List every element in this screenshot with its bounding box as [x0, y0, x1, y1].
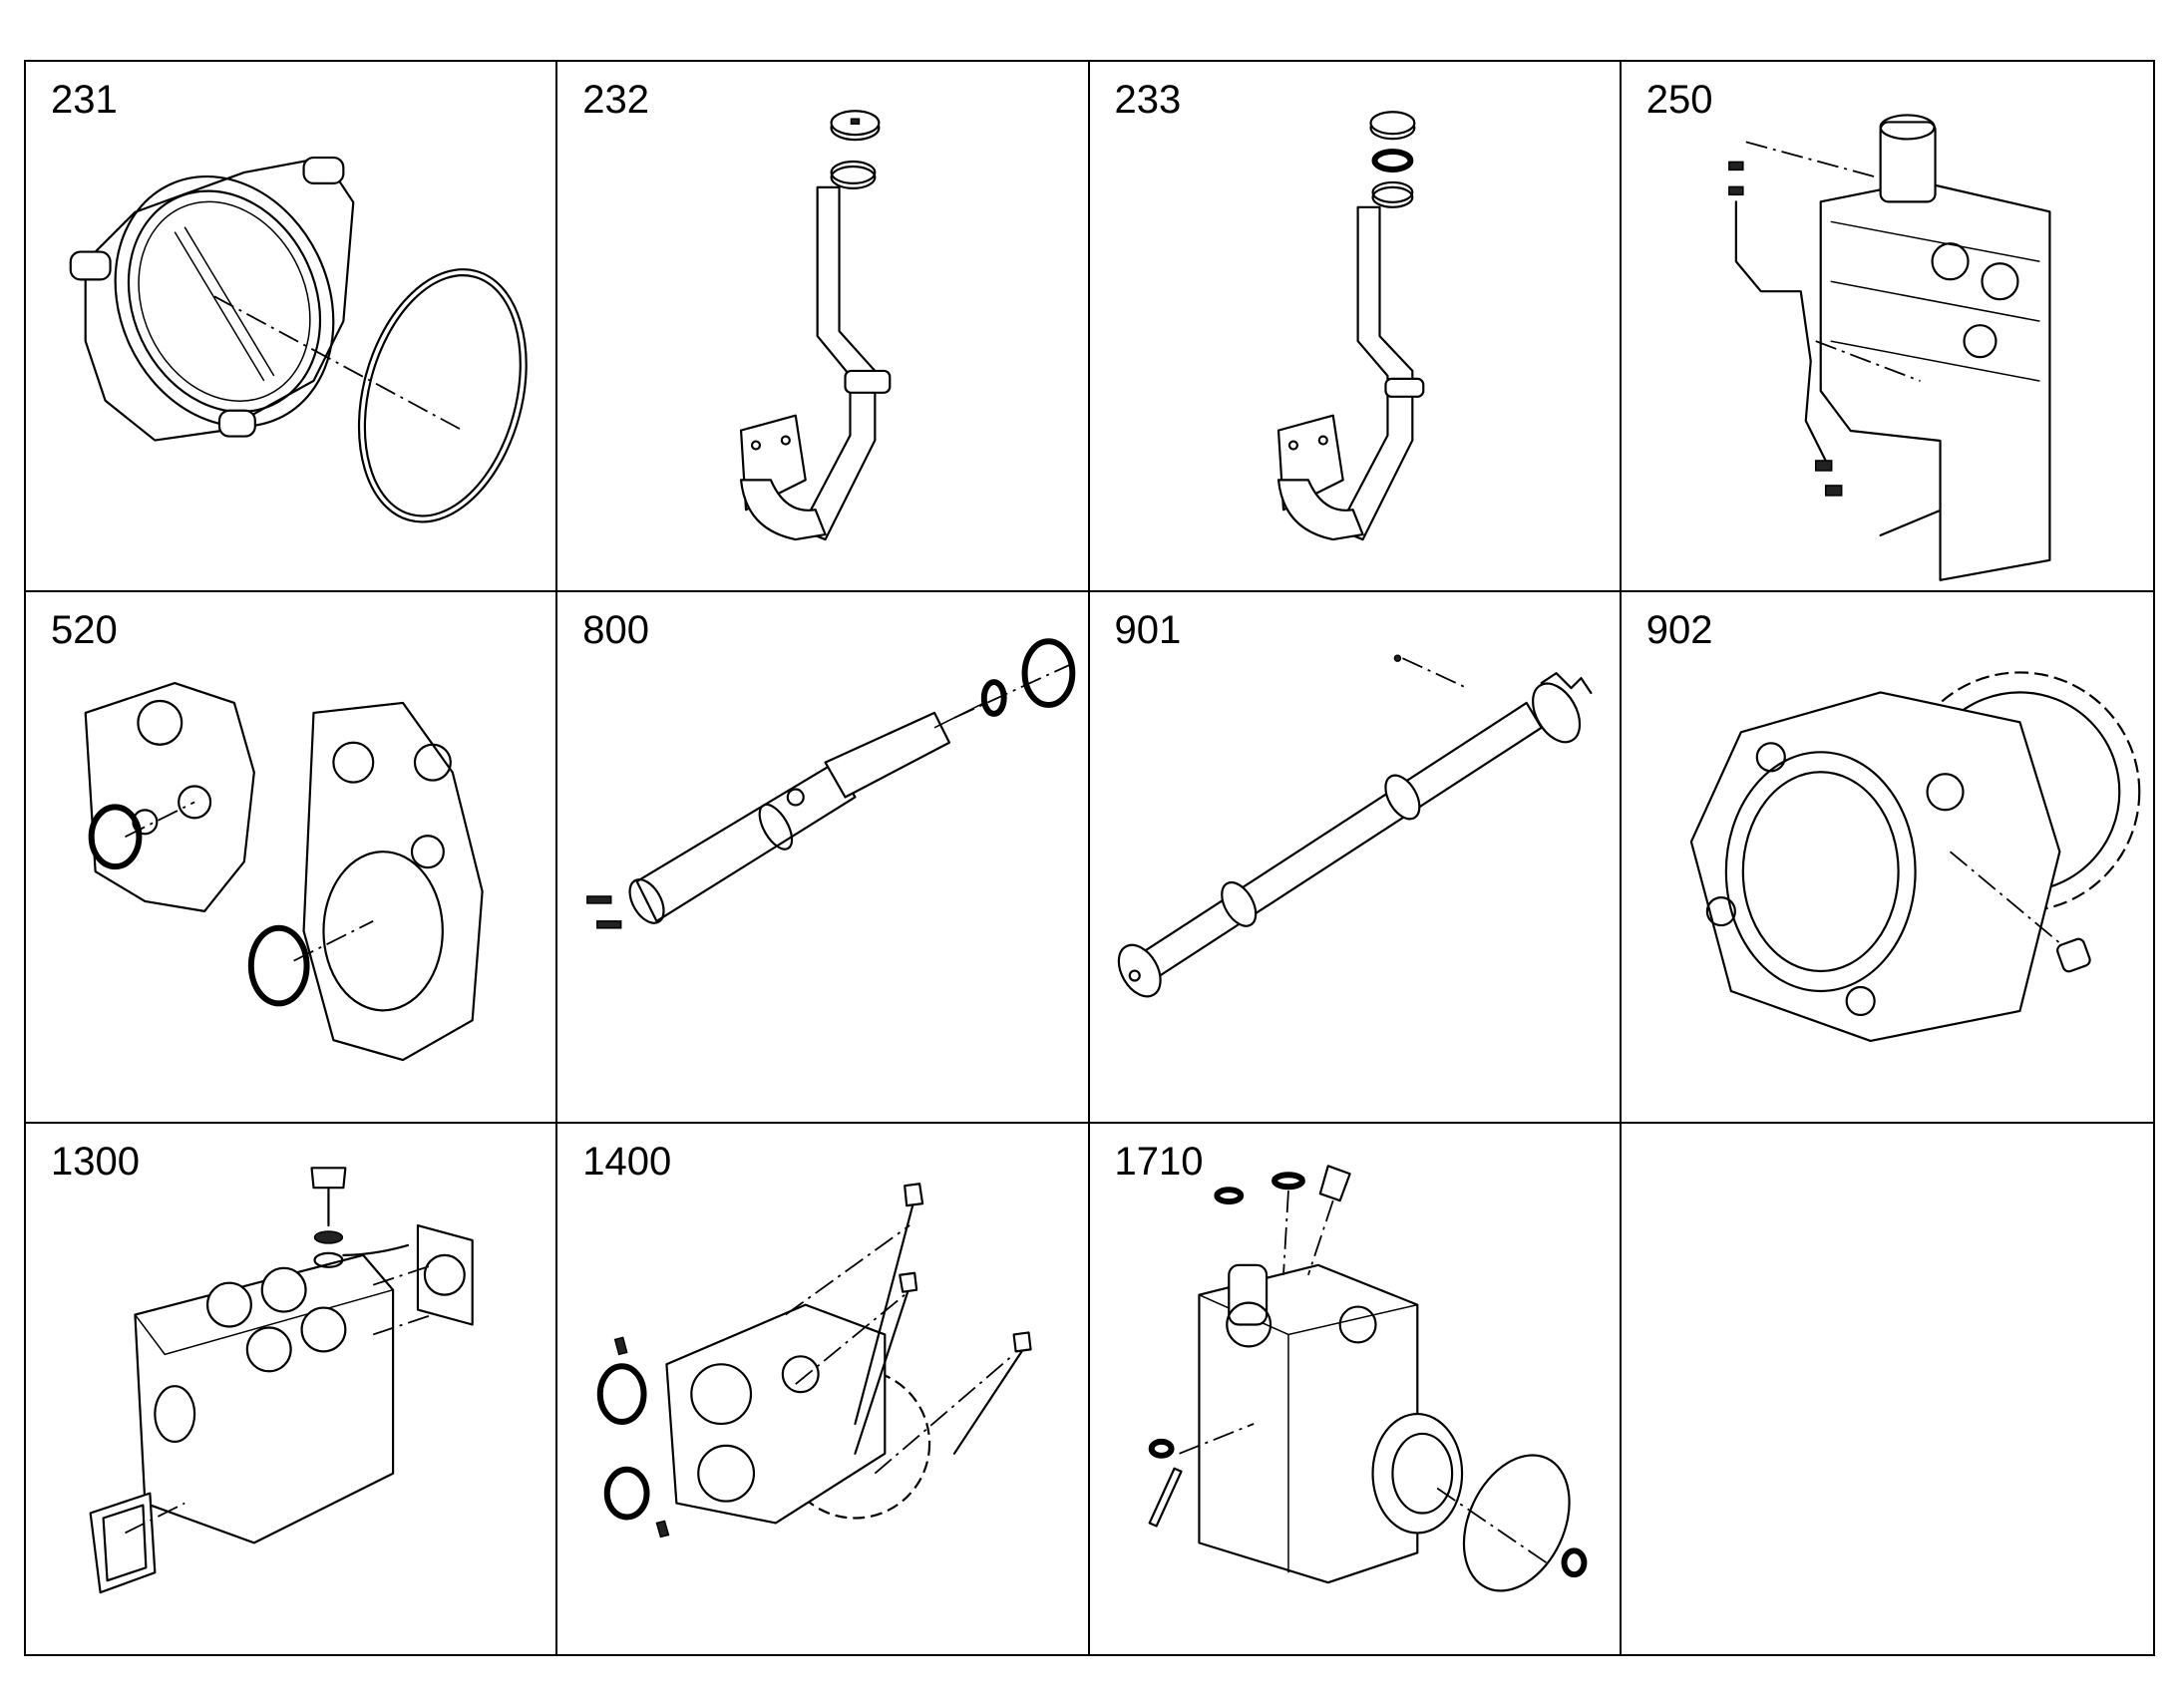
gear-housing-illustration	[1622, 592, 2153, 1121]
timing-housing-illustration	[26, 592, 555, 1121]
part-cell-520[interactable]: 520	[26, 592, 558, 1124]
part-cell-901[interactable]: 901	[1089, 592, 1622, 1124]
part-number: 902	[1645, 608, 1713, 653]
cylinder-head-illustration	[26, 1124, 555, 1654]
part-cell-1710[interactable]: 1710	[1090, 1123, 1622, 1654]
part-number: 1710	[1114, 1139, 1204, 1184]
part-cell-800[interactable]: 800	[557, 592, 1090, 1124]
part-cell-902[interactable]: 902	[1621, 592, 2153, 1124]
oil-pump-illustration	[557, 1124, 1087, 1654]
part-cell-231[interactable]: 231	[26, 62, 558, 593]
part-number: 250	[1645, 78, 1713, 122]
part-cell-233[interactable]: 233	[1089, 62, 1622, 593]
part-number: 901	[1114, 608, 1182, 653]
rear-cover-illustration	[26, 62, 555, 590]
empty-cell	[1622, 1124, 2153, 1654]
part-number: 233	[1114, 78, 1182, 122]
part-cell-232[interactable]: 232	[557, 62, 1090, 593]
part-cell-1300[interactable]: 1300	[26, 1123, 558, 1654]
part-cell-1400[interactable]: 1400	[557, 1123, 1090, 1654]
part-cell-250[interactable]: 250	[1621, 62, 2153, 593]
engine-block-illustration	[1622, 62, 2153, 590]
part-number: 1300	[51, 1139, 140, 1184]
dipstick-tube-washer-illustration	[1090, 62, 1620, 590]
fuel-injector-illustration	[557, 592, 1087, 1121]
high-pressure-pump-illustration	[1090, 1124, 1620, 1654]
part-number: 520	[51, 608, 118, 653]
dipstick-tube-illustration	[557, 62, 1087, 590]
part-number: 231	[51, 78, 118, 122]
parts-grid: 231 232	[24, 60, 2155, 1656]
camshaft-illustration	[1090, 592, 1620, 1121]
part-number: 800	[582, 608, 649, 653]
part-number: 1400	[582, 1139, 672, 1184]
part-number: 232	[582, 78, 649, 122]
